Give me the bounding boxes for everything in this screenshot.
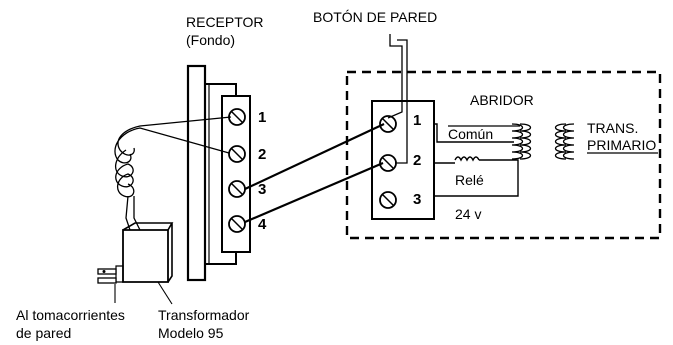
plug-prong-bottom	[97, 277, 117, 284]
wall-button-wire-a	[387, 34, 403, 119]
plug-prong-hole	[102, 270, 106, 273]
relay-wire-loop	[434, 159, 519, 197]
common-label: Común	[448, 126, 493, 142]
primary-coil	[554, 123, 575, 160]
receiver-back-plate	[186, 64, 207, 282]
opener-terminal-3: 3	[413, 191, 421, 208]
opener-screw-3	[379, 191, 397, 209]
receiver-screw-3	[228, 180, 246, 198]
receiver-screw-4	[228, 215, 246, 233]
wire-receiver3-to-opener1	[244, 123, 385, 190]
opener-dashed-enclosure	[345, 70, 662, 240]
receiver-screw-1	[228, 108, 246, 126]
opener-terminal-2: 2	[413, 152, 421, 169]
plug-transformer	[97, 116, 232, 305]
receiver-unit: 1 2 3 4	[186, 64, 267, 282]
common-wire	[434, 123, 514, 143]
wall-button-wire-b	[395, 39, 408, 164]
transformer-body	[122, 229, 169, 283]
voltage-label: 24 v	[455, 206, 481, 222]
wall-button-label: BOTÓN DE PARED	[313, 9, 437, 25]
plug-prong-top	[97, 268, 117, 275]
outlet-label-line2: de pared	[16, 325, 71, 341]
outlet-label-line1: Al tomacorrientes	[16, 307, 125, 323]
transformer-leader-line	[157, 281, 173, 305]
receptor-label: RECEPTOR	[186, 14, 264, 30]
relay-coil	[454, 156, 480, 162]
trans-label-line2: PRIMARIO	[587, 137, 656, 153]
receiver-terminal-4: 4	[258, 216, 267, 233]
coiled-cord	[114, 116, 232, 231]
secondary-coil	[511, 123, 532, 160]
receiver-terminal-2: 2	[258, 146, 266, 163]
opener-label: ABRIDOR	[470, 92, 534, 108]
opener-screw-1	[379, 115, 397, 133]
relay-label: Relé	[455, 172, 484, 188]
transformer-body-side	[122, 222, 174, 283]
receiver-terminal-3: 3	[258, 181, 266, 198]
trans-label-line1: TRANS.	[587, 120, 638, 136]
receiver-terminal-1: 1	[258, 109, 266, 126]
receiver-screw-2	[228, 145, 246, 163]
receptor-sub-label: (Fondo)	[186, 32, 235, 48]
transformer-prongs-base	[115, 265, 124, 283]
wire-receiver4-to-opener2	[244, 161, 384, 224]
transformer-label-line1: Transformador	[158, 307, 250, 323]
transformer-label-line2: Modelo 95	[158, 325, 224, 341]
opener-terminal-1: 1	[413, 112, 421, 129]
